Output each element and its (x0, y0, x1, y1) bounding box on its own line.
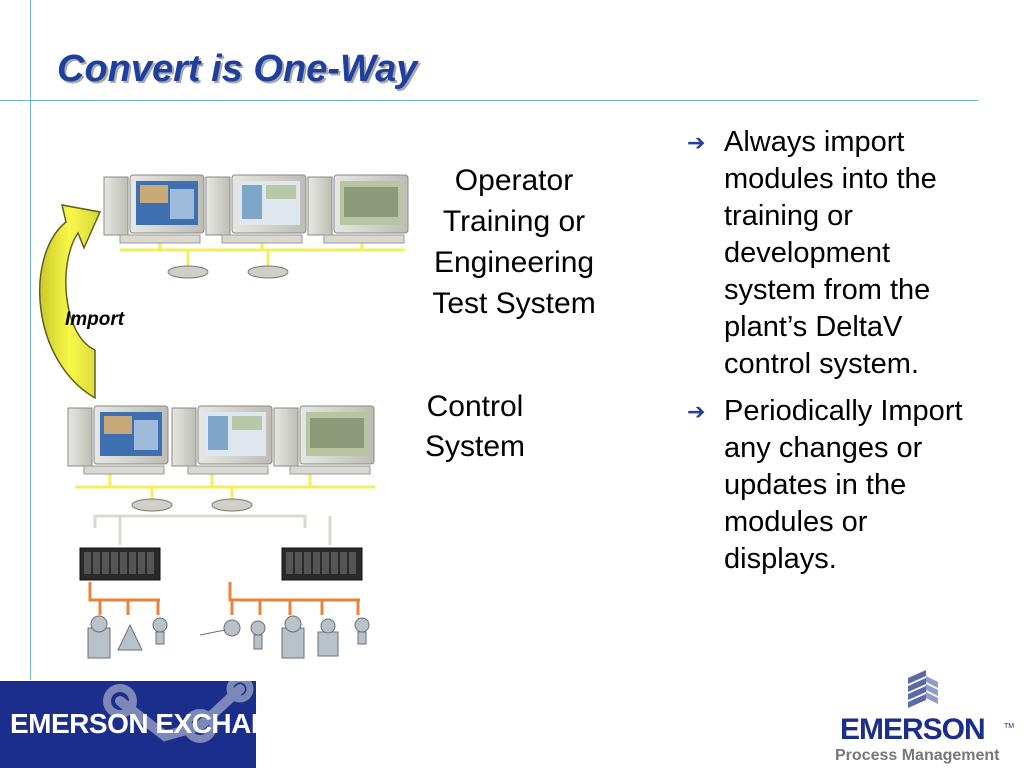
right-arrow-icon: ➔ (687, 399, 706, 424)
control-system-label: Control System (424, 390, 526, 463)
top-system-label: Operator Training or Engineering Test Sy… (432, 164, 596, 320)
trademark-mark: TM (1004, 723, 1015, 730)
transmitter-icon (152, 617, 168, 645)
emerson-exchange-text: EMERSON EXCHANGE (10, 708, 256, 739)
emerson-exchange-logo: EMERSON EXCHANGE (0, 681, 256, 768)
hub-icon (247, 265, 289, 279)
right-arrow-icon: ➔ (687, 130, 706, 155)
field-device-group (87, 615, 370, 659)
slide-title: Convert is One-Way (57, 48, 418, 90)
bullet-item: ➔ Always import modules into the trainin… (683, 124, 983, 383)
transmitter-icon (250, 620, 266, 650)
import-arrow-icon (39, 204, 102, 400)
workstation-icon (103, 174, 205, 244)
valve-icon (87, 615, 111, 659)
flowmeter-icon (117, 623, 143, 651)
bullet-text: Always import modules into the training … (724, 126, 937, 380)
network-diagram (39, 174, 409, 659)
controller-rack-icon (79, 547, 161, 581)
sensor-icon (199, 619, 241, 637)
emerson-logo: EMERSON TM Process Management (828, 668, 1018, 768)
workstation-icon (273, 405, 375, 475)
hub-icon (131, 498, 173, 512)
bullet-text: Periodically Import any changes or updat… (724, 395, 963, 575)
valve-icon (281, 615, 305, 659)
workstation-icon (307, 174, 409, 244)
workstation-icon (171, 405, 273, 475)
hub-icon (211, 498, 253, 512)
vertical-rule (30, 0, 31, 680)
control-system-network (75, 474, 375, 615)
process-management-text: Process Management (835, 747, 1000, 764)
controller-rack-icon (281, 547, 363, 581)
emerson-wordmark: EMERSON (840, 713, 986, 746)
bullet-list: ➔ Always import modules into the trainin… (683, 124, 983, 588)
title-rule (0, 100, 978, 101)
workstation-icon (205, 174, 307, 244)
emerson-mark-icon (908, 670, 938, 708)
top-system-network (120, 240, 405, 279)
workstation-icon (67, 405, 169, 475)
bullet-item: ➔ Periodically Import any changes or upd… (683, 393, 983, 578)
network-graphic-icon (103, 681, 254, 743)
import-label: Import (65, 309, 125, 330)
hub-icon (167, 265, 209, 279)
transmitter-icon (354, 617, 370, 645)
valve-icon (317, 618, 339, 657)
